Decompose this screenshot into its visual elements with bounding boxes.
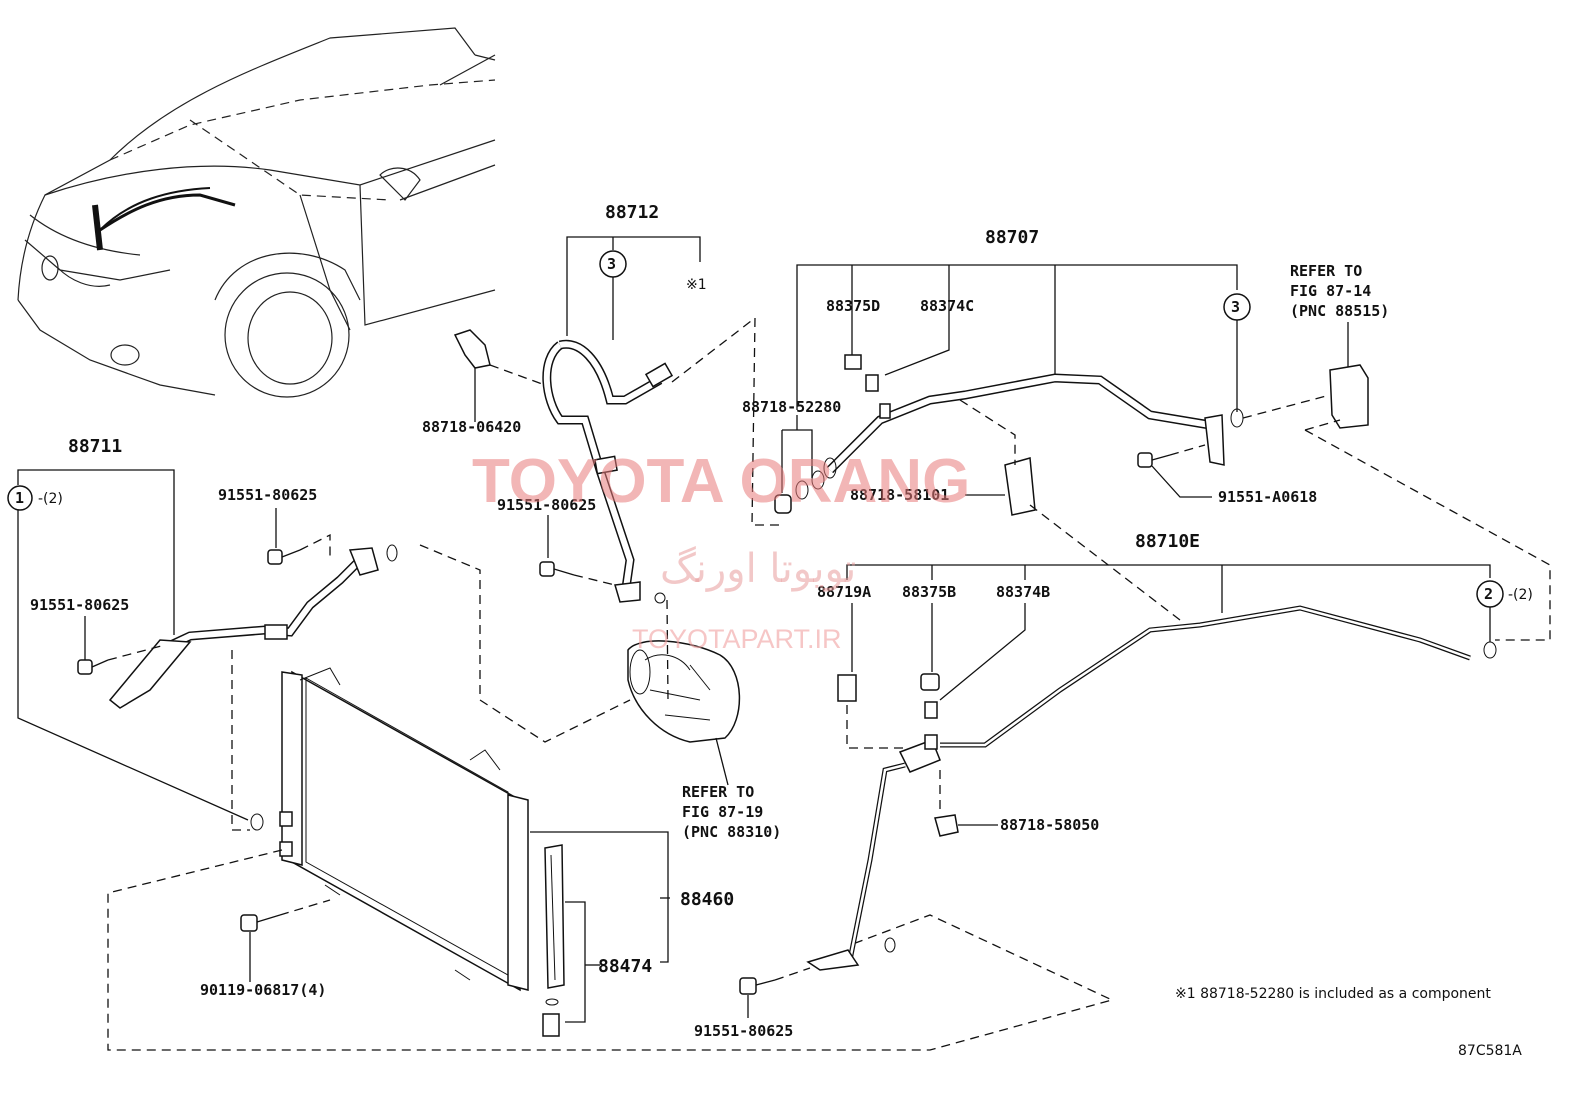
group-88712: 88712 3 ※1 88718-06420 91551-80625 [422,202,707,604]
callout-1-text: 1 [15,489,24,507]
valve-cap-88375b [920,673,940,691]
part-label-88718-52280: 88718-52280 [742,398,841,416]
bolt-icon [267,549,301,565]
bolt-icon [77,659,109,675]
group-88707: 88707 88375D 88374C 3 88718-52280 88718-… [742,227,1331,621]
svg-text:FIG 87-14: FIG 87-14 [1290,282,1371,300]
receiver-dryer-88474: 88474 [542,844,652,1037]
watermark-brand-fa: تویوتا اورنگ [660,546,856,592]
part-label-88718-06420: 88718-06420 [422,418,521,436]
part-label-91551-80625-mid: 91551-80625 [497,496,596,514]
part-label-88712: 88712 [605,202,659,223]
bolt-icon [539,561,575,577]
part-label-91551-80625-bottom: 91551-80625 [694,1022,793,1040]
figure-code: 87C581A [1458,1043,1522,1059]
part-label-91551-80625-left: 91551-80625 [30,596,129,614]
part-label-88707: 88707 [985,227,1039,248]
group-88711: 88711 1 -(2) 91551-80625 91551-80625 [7,436,398,831]
vehicle-illustration [17,27,496,398]
reference-fig-87-19: REFER TO FIG 87-19 (PNC 88310) [682,783,781,841]
svg-text:FIG 87-19: FIG 87-19 [682,803,763,821]
bolt-icon [1137,452,1171,468]
part-label-91551-80625-top: 91551-80625 [218,486,317,504]
bolt-icon [739,977,776,995]
svg-text:REFER TO: REFER TO [682,783,754,801]
valve-core-88374c [865,374,879,392]
callout-2-text: 2 [1484,585,1493,603]
part-label-88719a: 88719A [817,583,871,601]
part-label-88460: 88460 [680,889,734,910]
group-88710e: 88710E 88719A 88375B 88374B 2 -(2) [694,531,1533,1040]
part-label-88474: 88474 [598,956,652,977]
clamp-88718-58050 [934,814,959,837]
condenser-88460: 88460 [279,667,734,992]
svg-text:(PNC 88310): (PNC 88310) [682,823,781,841]
part-label-88374c: 88374C [920,297,974,315]
clamp-88718-58101 [1004,457,1036,516]
footnote: ※1 88718-52280 is included as a componen… [1175,986,1491,1002]
valve-core-88374b [924,701,938,719]
callout-2-suffix: -(2) [1508,587,1533,603]
part-label-88718-58101: 88718-58101 [850,486,949,504]
part-label-88374b: 88374B [996,583,1050,601]
compressor [627,599,741,786]
part-label-88375d: 88375D [826,297,880,315]
svg-text:REFER TO: REFER TO [1290,262,1362,280]
pressure-switch-88719a [837,674,857,702]
watermark-site: TOYOTAPART.IR [632,624,842,654]
valve-cap-88375d [844,354,862,370]
clip-88718-06420 [453,329,491,369]
bolt-icon [240,914,281,932]
part-label-90119-06817: 90119-06817(4) [200,981,326,999]
part-label-88711: 88711 [68,436,122,457]
callout-3-right-text: 3 [1231,298,1240,316]
part-label-88710e: 88710E [1135,531,1200,552]
group-90119: 90119-06817(4) [200,899,331,999]
part-label-91551-a0618: 91551-A0618 [1218,488,1317,506]
reference-mark: ※1 [686,277,707,293]
watermark: TOYOTA ORANG تویوتا اورنگ TOYOTAPART.IR [472,447,970,654]
callout-1-suffix: -(2) [38,491,63,507]
part-label-88375b: 88375B [902,583,956,601]
svg-text:(PNC 88515): (PNC 88515) [1290,302,1389,320]
callout-3-left-text: 3 [607,255,616,273]
part-label-88718-58050: 88718-58050 [1000,816,1099,834]
expansion-valve [1329,364,1369,429]
watermark-brand: TOYOTA ORANG [472,447,970,516]
reference-fig-87-14: REFER TO FIG 87-14 (PNC 88515) [1290,262,1551,641]
callout-circle-1 [7,485,33,511]
